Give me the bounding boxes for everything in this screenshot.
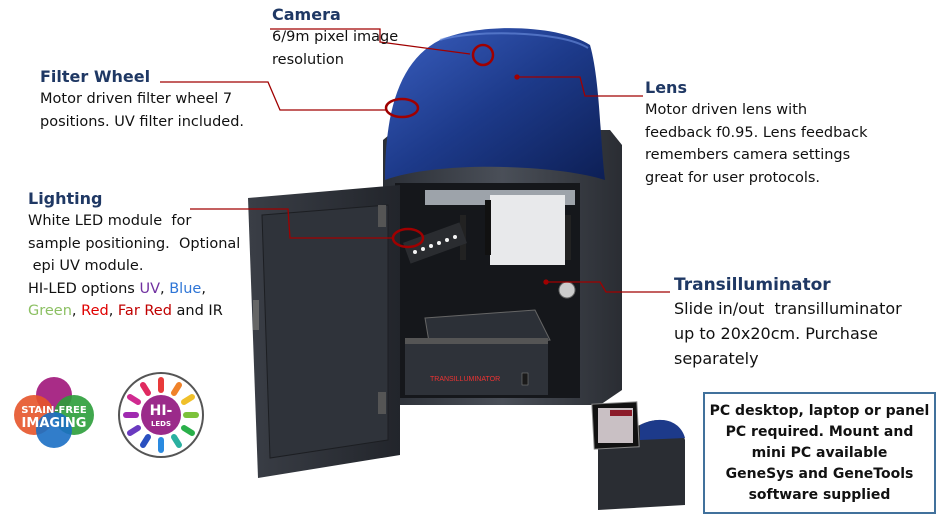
pc-line: GeneSys and GeneTools: [725, 465, 914, 482]
option-red: Red: [81, 303, 109, 319]
svg-text:IMAGING: IMAGING: [22, 416, 87, 431]
lighting-line: sample positioning. Optional: [28, 235, 241, 252]
lens-line: great for user protocols.: [645, 169, 821, 186]
panel-pc-device: [591, 401, 685, 510]
separator: ,: [108, 303, 118, 319]
option-far-red: Far Red: [117, 303, 172, 319]
camera-title: Camera: [272, 5, 341, 24]
transilluminator-label: TRANSILLUMINATOR: [430, 376, 500, 383]
svg-text:LEDS: LEDS: [151, 420, 171, 428]
filter-wheel-callout: Filter Wheel Motor driven filter wheel 7…: [40, 66, 244, 133]
lighting-line: epi UV module.: [28, 258, 144, 274]
leader-lines: [160, 28, 670, 293]
transilluminator-line: Slide in/out transilluminator: [674, 299, 902, 318]
svg-text:STAIN-FREE: STAIN-FREE: [21, 405, 87, 416]
hi-led-options-cont: Green, Red, Far Red and IR: [28, 300, 240, 323]
cabinet-door: [248, 185, 400, 478]
pc-requirements-box: PC desktop, laptop or panel PC required.…: [703, 392, 936, 514]
lighting-title: Lighting: [28, 189, 103, 208]
option-uv: UV: [139, 280, 160, 297]
lens-callout: Lens Motor driven lens with feedback f0.…: [645, 77, 868, 189]
transilluminator-line: separately: [674, 349, 759, 368]
lens-title: Lens: [645, 78, 687, 97]
pc-line: mini PC available: [751, 444, 888, 461]
hi-led-suffix: and IR: [171, 303, 223, 319]
cabinet: TRANSILLUMINATOR: [383, 130, 622, 405]
camera-callout: Camera 6/9m pixel image resolution: [272, 4, 398, 71]
separator: ,: [160, 280, 170, 297]
hi-led-prefix: HI-LED options: [28, 280, 140, 297]
filter-wheel-line: Motor driven filter wheel 7: [40, 91, 233, 107]
pc-line: PC desktop, laptop or panel: [709, 402, 930, 419]
svg-text:HI-: HI-: [150, 403, 173, 419]
lens-line: Motor driven lens with: [645, 102, 808, 118]
lighting-callout: Lighting White LED module for sample pos…: [28, 188, 240, 323]
separator: ,: [71, 303, 82, 319]
option-blue: Blue: [169, 280, 202, 297]
camera-line: 6/9m pixel image: [272, 29, 399, 45]
lighting-line: White LED module for: [28, 213, 192, 229]
option-green: Green: [28, 303, 72, 319]
lens-line: feedback f0.95. Lens feedback: [645, 124, 868, 141]
transilluminator-title: Transilluminator: [674, 275, 831, 295]
filter-wheel-line: positions. UV filter included.: [40, 113, 245, 130]
pc-line: PC required. Mount and: [725, 423, 914, 440]
lens-line: remembers camera settings: [645, 147, 851, 163]
transilluminator-line: up to 20x20cm. Purchase: [674, 324, 878, 343]
camera-hood: [385, 28, 605, 181]
led-module: [403, 222, 467, 264]
stain-free-imaging-logo: STAIN-FREE IMAGING: [14, 377, 94, 448]
hi-led-options: HI-LED options UV, Blue,: [28, 280, 206, 297]
camera-line: resolution: [272, 51, 344, 68]
filter-wheel-title: Filter Wheel: [40, 67, 151, 86]
transilluminator-callout: Transilluminator Slide in/out transillum…: [674, 274, 902, 371]
hi-leds-logo: HI- LEDS: [118, 372, 204, 458]
pc-line: software supplied: [748, 486, 891, 503]
